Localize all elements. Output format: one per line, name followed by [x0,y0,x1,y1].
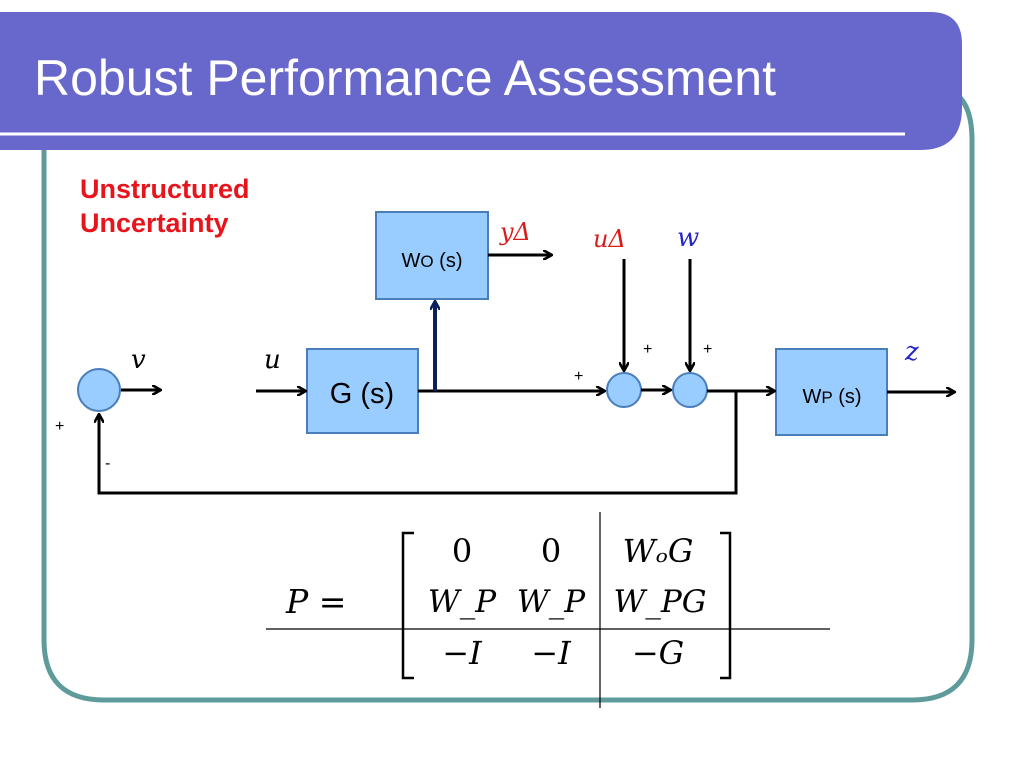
summing-junction-1 [77,368,121,412]
signal-u: u [264,345,281,375]
page-title: Robust Performance Assessment [34,50,776,106]
signal-u-delta: uΔ [593,225,626,253]
matrix-cell-1-3: WₒG [623,532,694,570]
matrix-cell-2-2: W_P [517,584,586,620]
left-bracket [401,531,414,680]
wp-name: W [802,386,821,408]
matrix-cell-2-3: W_PG [614,584,707,620]
matrix-cell-2-1: W_P [428,584,497,620]
summing-junction-2 [606,372,642,408]
signal-v: v [131,345,146,375]
subtitle: Unstructured Uncertainty [80,172,250,240]
sign-sum3-top: + [703,341,712,358]
block-wo [375,211,489,300]
sign-sum1-plus: + [55,418,64,435]
right-bracket [720,531,732,680]
block-wp-label: WP (s) [802,386,861,408]
matrix-cell-1-2: 0 [541,532,561,570]
summing-junction-3 [672,372,708,408]
signal-w: w [677,223,699,253]
wp-arg: (s) [833,386,862,408]
matrix-cell-3-1: −I [442,634,483,672]
block-wo-label: WO (s) [401,250,462,272]
feedback-loop [99,391,738,495]
subtitle-line-1: Unstructured [80,174,250,204]
matrix-equation: P = 0 0 WₒG W_P W_P W_PG −I −I −G [266,512,830,708]
signal-z: z [904,337,919,367]
block-g [306,348,419,434]
wo-name: W [401,250,420,272]
sign-sum2-top: + [643,341,652,358]
subtitle-line-2: Uncertainty [80,208,229,238]
matrix-cell-1-1: 0 [452,532,472,570]
wo-sub: O [420,252,433,271]
content-border [41,85,975,703]
wo-arg: (s) [434,250,463,272]
sign-sum1-minus: - [105,455,110,472]
title-bar [0,12,962,150]
matrix-cell-3-2: −I [531,634,572,672]
signal-y-delta: yΔ [499,218,531,246]
sign-sum2-left: + [574,368,583,385]
block-g-label: G (s) [330,378,394,410]
wp-sub: P [821,388,832,407]
matrix-cell-3-3: −G [632,634,684,672]
matrix-lhs: P = [285,582,346,621]
